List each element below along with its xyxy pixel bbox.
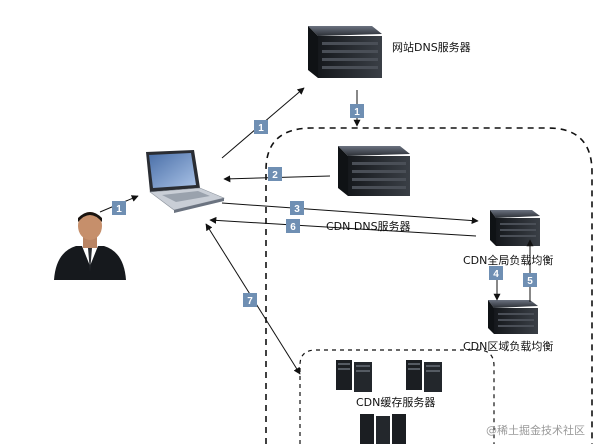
global-lb-server-icon bbox=[490, 210, 540, 246]
cache-server-icon bbox=[406, 360, 442, 392]
step-badge-1-user: 1 bbox=[112, 201, 126, 215]
watermark: @稀土掘金技术社区 bbox=[486, 423, 585, 437]
regional-lb-server-icon bbox=[488, 300, 538, 334]
laptop-icon bbox=[146, 150, 225, 213]
cache-server-icon bbox=[360, 414, 406, 444]
step-badge-3: 3 bbox=[290, 201, 304, 215]
svg-text:3: 3 bbox=[294, 204, 300, 215]
arrow-global-lb-to-laptop bbox=[209, 216, 477, 237]
step-badge-5: 5 bbox=[523, 273, 537, 287]
svg-text:4: 4 bbox=[493, 269, 499, 280]
site-dns-server-icon bbox=[308, 26, 382, 78]
user-icon bbox=[54, 212, 126, 280]
cdn-dns-server-icon bbox=[338, 146, 410, 196]
cache-server-label: CDN缓存服务器 bbox=[356, 395, 435, 409]
step-badge-1-laptop: 1 bbox=[254, 120, 268, 134]
svg-text:5: 5 bbox=[527, 276, 533, 287]
arrow-laptop-to-global-lb bbox=[221, 202, 479, 225]
regional-lb-label: CDN区域负载均衡 bbox=[463, 339, 553, 353]
site-dns-label: 网站DNS服务器 bbox=[392, 40, 471, 54]
global-lb-label: CDN全局负载均衡 bbox=[463, 253, 553, 267]
svg-text:1: 1 bbox=[258, 123, 264, 134]
step-badge-6: 6 bbox=[286, 219, 300, 233]
step-badge-1-dns: 1 bbox=[350, 104, 364, 118]
svg-text:6: 6 bbox=[290, 222, 296, 233]
svg-text:2: 2 bbox=[272, 170, 278, 181]
step-badge-2: 2 bbox=[268, 167, 282, 181]
cdn-dns-label: CDN DNS服务器 bbox=[326, 220, 411, 233]
cache-region-boundary bbox=[299, 349, 495, 444]
step-badge-4: 4 bbox=[489, 266, 503, 280]
svg-text:1: 1 bbox=[354, 107, 360, 118]
svg-text:1: 1 bbox=[116, 204, 122, 215]
step-badge-7: 7 bbox=[243, 293, 257, 307]
svg-text:7: 7 bbox=[247, 296, 253, 307]
cdn-region-boundary bbox=[265, 127, 593, 444]
cache-server-icon bbox=[336, 360, 372, 392]
